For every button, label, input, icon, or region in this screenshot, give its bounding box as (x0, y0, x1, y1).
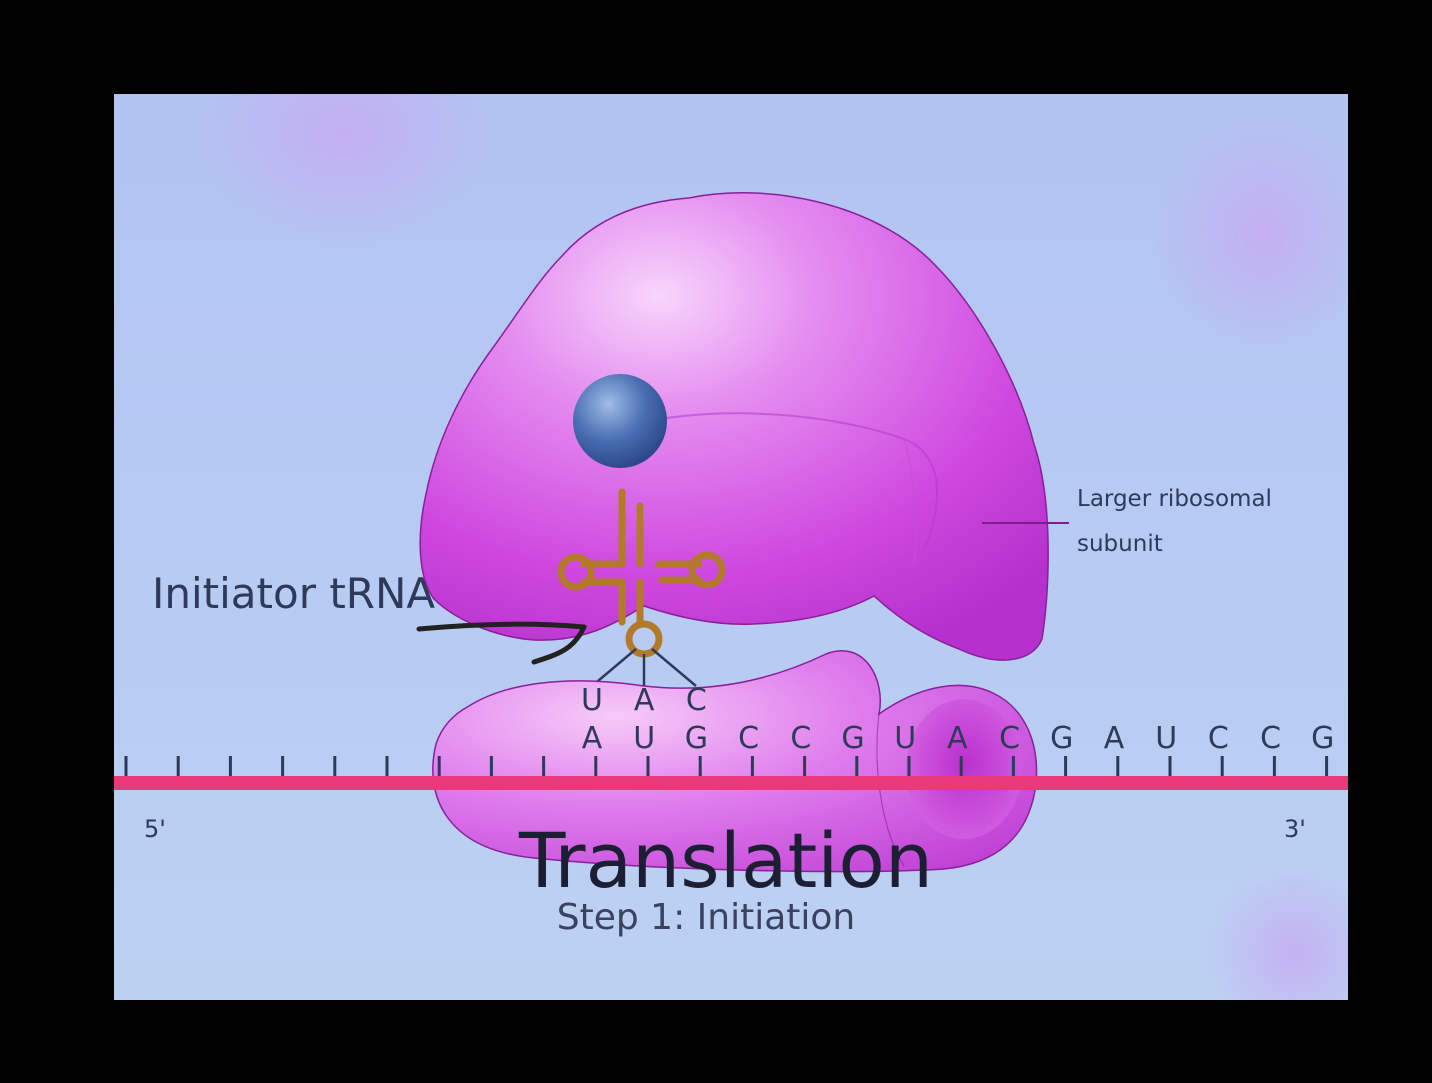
mrna-base: C (999, 721, 1020, 756)
mrna-base: U (894, 721, 916, 756)
larger-subunit-label-line1: Larger ribosomal (1077, 486, 1272, 512)
diagram-subtitle: Step 1: Initiation (557, 897, 855, 938)
anticodon-connectors (592, 649, 696, 686)
mrna-base: G (841, 721, 864, 756)
mrna-backbone (114, 776, 1348, 790)
mrna-base: C (1208, 721, 1229, 756)
mrna-base: A (947, 721, 968, 756)
mrna-base: A (1104, 721, 1125, 756)
mrna-base: C (1260, 721, 1281, 756)
anticodon-base: C (686, 683, 707, 718)
three-prime-label: 3' (1284, 815, 1306, 843)
background-blob (1204, 864, 1348, 1000)
mrna-base: G (1311, 721, 1334, 756)
anticodon-base: A (634, 683, 655, 718)
background-blob (194, 94, 494, 244)
five-prime-label: 5' (144, 815, 166, 843)
mrna-base: A (582, 721, 603, 756)
mrna-base: G (1050, 721, 1073, 756)
diagram-title: Translation (518, 816, 933, 905)
mrna-base: C (790, 721, 811, 756)
mrna-base: U (633, 721, 655, 756)
mrna-base: G (685, 721, 708, 756)
larger-subunit-label-line2: subunit (1077, 531, 1163, 557)
amino-acid-ball (573, 374, 667, 468)
large-ribosomal-subunit (420, 193, 1048, 660)
mrna-base: U (1155, 721, 1177, 756)
initiator-trna-label: Initiator tRNA (152, 569, 435, 618)
background-blob (1154, 114, 1348, 354)
anticodon-base: U (581, 683, 603, 718)
mrna-base: C (738, 721, 759, 756)
